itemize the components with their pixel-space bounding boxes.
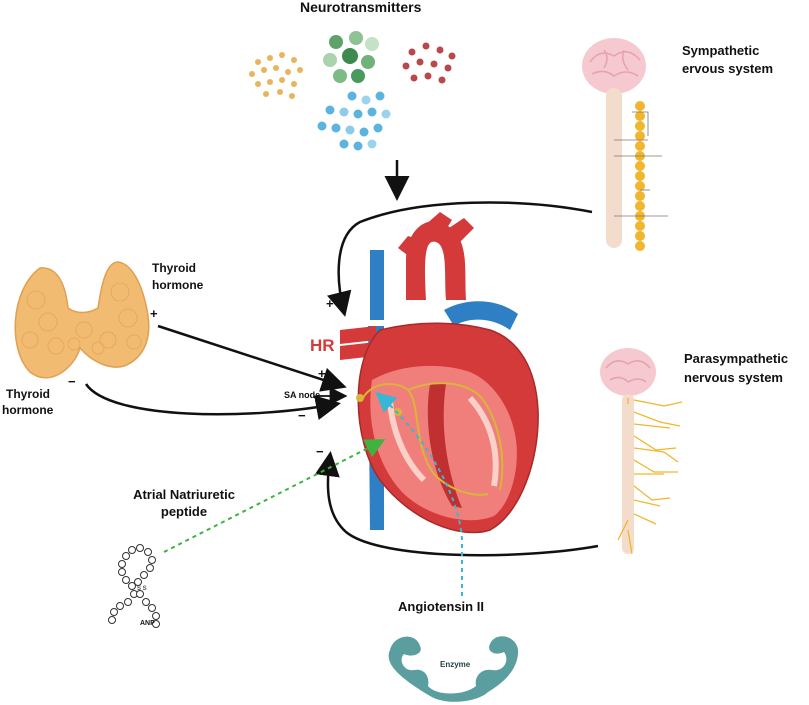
enzyme-shape [388,636,519,702]
enzyme-label: Enzyme [440,660,471,669]
thyroid-top-sign: + [150,306,158,321]
thyroid-top-label-line2: hormone [152,278,204,292]
anp-tag: ANP [140,620,155,627]
parasympathetic-brain [600,348,683,555]
parasympathetic-sign: − [316,444,324,459]
hr-minus-sign: − [298,408,306,423]
sympathetic-label-line1: Sympathetic [682,43,760,58]
sympathetic-brain [582,38,668,251]
anp-label-line2: peptide [160,504,208,519]
thyroid-left-label-line2: hormone [2,403,54,417]
parasympathetic-label-line2: nervous system [684,370,783,385]
thyroid-top-label-line1: Thyroid [152,261,196,275]
neurotransmitter-dots [249,31,456,151]
thyroid-left-sign: − [68,374,76,389]
anp-label-line1: Atrial Natriuretic [133,487,235,502]
sympathetic-label-line2: ervous system [682,61,774,76]
sa-node-label: SA node [284,390,321,400]
parasympathetic-label-line1: Parasympathetic [684,351,789,366]
anp-molecule [108,544,160,628]
angiotensin-label: Angiotensin II [398,599,484,614]
thyroid-gland [14,261,150,379]
thyroid-minus-arrow [84,383,341,420]
heart [340,212,539,534]
neurotransmitters-label: Neurotransmitters [300,0,422,15]
hr-label: HR [310,336,335,355]
anp-arrow [163,439,386,553]
thyroid-plus-arrow [157,324,347,392]
sympathetic-arrow [327,201,593,317]
sympathetic-sign: + [326,296,334,311]
thyroid-left-label-line1: Thyroid [6,387,50,401]
hr-plus-sign: + [318,366,326,381]
parasympathetic-arrow [314,451,599,557]
ss-tag: S S [137,586,147,592]
